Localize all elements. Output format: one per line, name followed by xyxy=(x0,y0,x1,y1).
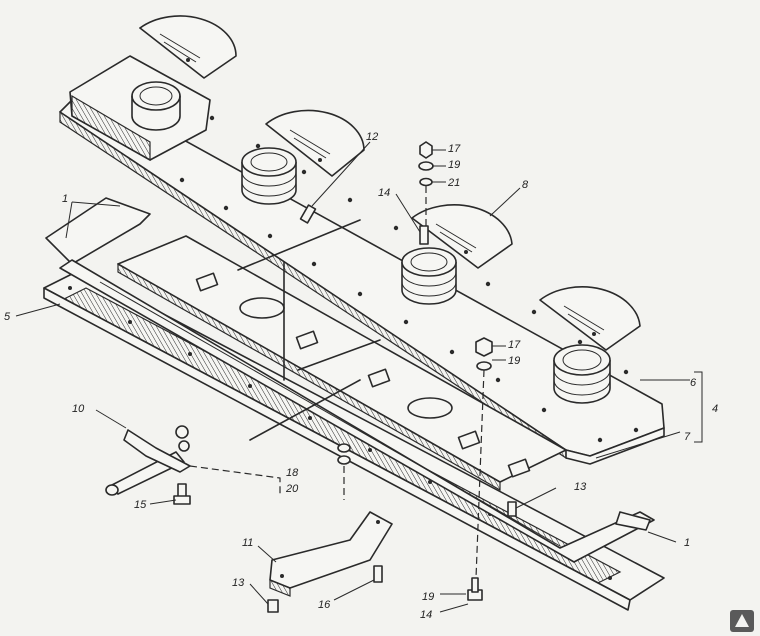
bolt-12 xyxy=(299,204,317,224)
bolt-14-top xyxy=(419,225,429,245)
callout-13-right: 13 xyxy=(574,481,587,493)
bolt-16 xyxy=(373,565,383,583)
callout-19-mid: 19 xyxy=(508,355,520,367)
square-openings xyxy=(195,272,531,478)
callout-17-mid: 17 xyxy=(508,339,521,351)
washer-21-top xyxy=(419,177,433,187)
half-disc-guard-top xyxy=(139,15,237,79)
callout-5: 5 xyxy=(4,311,11,323)
washer-19-mid xyxy=(476,361,492,371)
nut-17-mid xyxy=(475,337,493,357)
lever-part-10 xyxy=(105,425,191,496)
callout-7: 7 xyxy=(684,431,691,443)
callout-17-top: 17 xyxy=(448,143,461,155)
callout-21: 21 xyxy=(447,177,460,189)
callout-14-bottom: 14 xyxy=(420,609,432,621)
bolt-13-bottom xyxy=(267,599,279,613)
callout-19-top: 19 xyxy=(448,159,460,171)
callout-14-top: 14 xyxy=(378,187,390,199)
callout-20: 20 xyxy=(285,483,299,495)
assembly-dashed-lines xyxy=(189,186,485,579)
bearing-cup-1 xyxy=(241,147,297,205)
bearing-cup-3 xyxy=(553,344,611,404)
upper-bar-part-6 xyxy=(59,55,665,465)
callout-12: 12 xyxy=(366,131,378,143)
callout-18: 18 xyxy=(286,467,299,479)
triangle-logo-icon xyxy=(730,610,754,632)
bolt-15 xyxy=(173,483,191,505)
callout-8: 8 xyxy=(522,179,529,191)
bolt-13-right xyxy=(507,501,517,517)
callout-1-right: 1 xyxy=(684,537,690,549)
half-disc-guard-8 xyxy=(411,204,513,269)
callout-11: 11 xyxy=(242,537,253,549)
bracket-part-11 xyxy=(269,511,393,597)
nut-17-top xyxy=(419,141,433,159)
leader-lines xyxy=(15,141,703,613)
callout-13-left: 13 xyxy=(232,577,245,589)
washer-19-top xyxy=(418,161,434,171)
half-disc-guard-2 xyxy=(265,109,365,177)
callout-1-top: 1 xyxy=(62,193,68,205)
callout-labels: 1 1 4 5 6 7 8 10 11 12 13 13 14 14 15 16… xyxy=(4,131,718,621)
knife-bar-part-1 xyxy=(45,197,655,563)
half-disc-guard-4 xyxy=(539,286,641,351)
bearing-cup-2 xyxy=(401,247,457,305)
upper-bar-holes xyxy=(95,115,639,443)
callout-6: 6 xyxy=(690,377,697,389)
cross-links xyxy=(237,219,381,441)
callout-15: 15 xyxy=(134,499,147,511)
callout-16: 16 xyxy=(318,599,331,611)
callout-4: 4 xyxy=(712,403,718,415)
washer-18-20 xyxy=(337,443,351,465)
bolt-14-bottom xyxy=(467,577,483,601)
callout-10: 10 xyxy=(72,403,85,415)
middle-bar-part-7 xyxy=(117,235,567,492)
callout-19-bottom: 19 xyxy=(422,591,434,603)
